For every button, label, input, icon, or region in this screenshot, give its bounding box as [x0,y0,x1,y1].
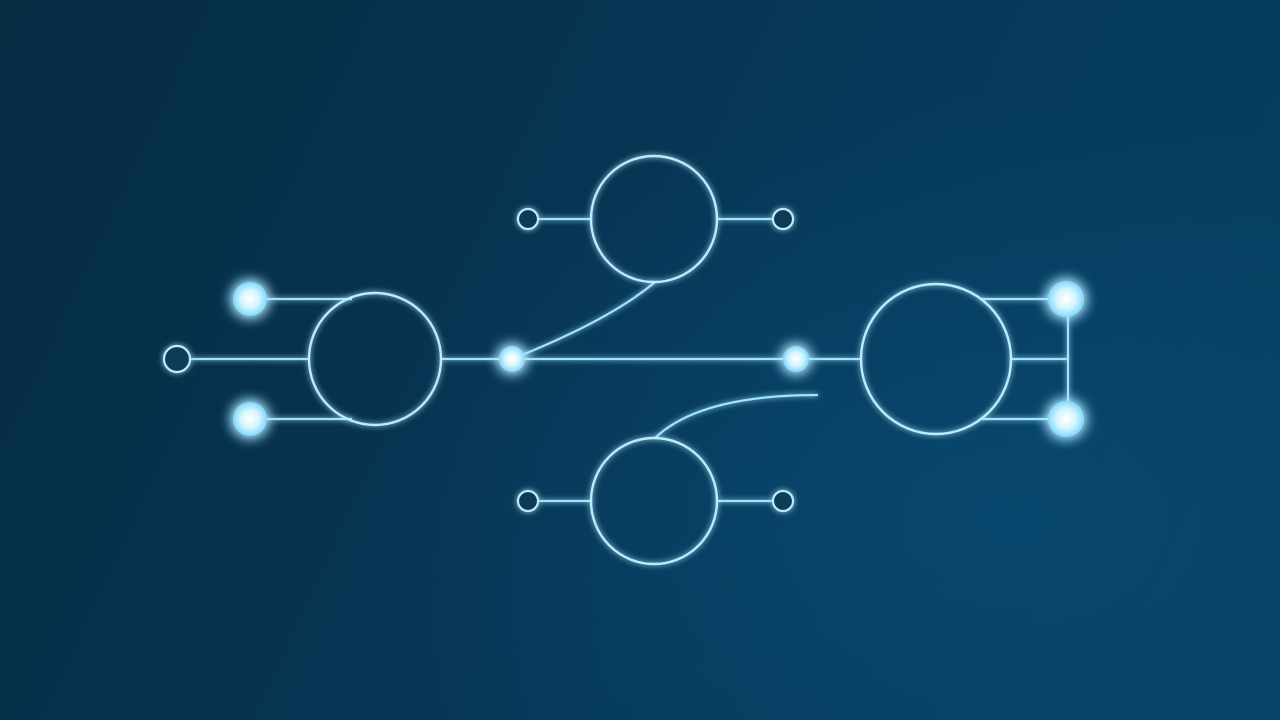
terminal-bottom-left-node [516,489,540,513]
port-right-bottom-node [1048,401,1084,437]
hub-top-node [589,154,719,284]
edge-junction-left-to-hub-top [511,281,656,361]
terminal-bottom-right-node [771,489,795,513]
port-right-top-node [1048,281,1084,317]
port-left-bottom-node [233,402,267,436]
junction-right-node [783,346,809,372]
edge-hub-bottom-to-junction-right [654,393,819,439]
terminal-top-left-node [516,207,540,231]
terminal-left-node [162,344,192,374]
junction-left-node [499,346,525,372]
terminal-top-right-node [771,207,795,231]
hub-bottom-node [589,436,719,566]
hub-right-node [859,282,1013,436]
port-left-top-node [233,282,267,316]
hub-left-node [307,291,443,427]
